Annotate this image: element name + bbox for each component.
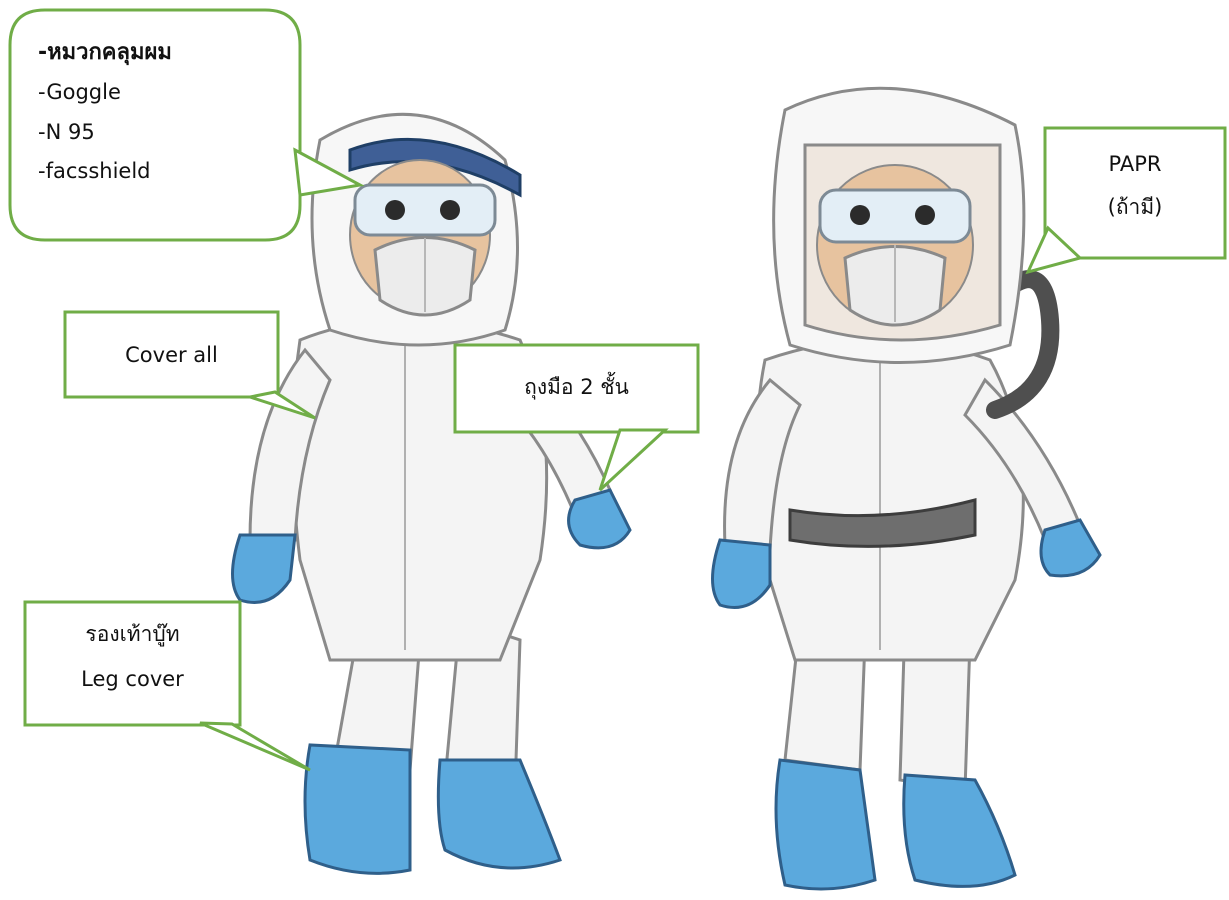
callout-cover-all-text: Cover all xyxy=(70,343,273,368)
head-ppe-line-1: -หมวกคลุมผม xyxy=(38,40,278,66)
callout-head-ppe-text: -หมวกคลุมผม -Goggle -N 95 -facsshield xyxy=(38,40,278,198)
papr-line-1: PAPR xyxy=(1050,152,1220,177)
head-ppe-line-2: -Goggle xyxy=(38,80,278,105)
gloves-label: ถุงมือ 2 ชั้น xyxy=(524,375,629,399)
boots-line-2: Leg cover xyxy=(30,667,235,692)
cover-all-label: Cover all xyxy=(125,343,218,367)
papr-line-2: (ถ้ามี) xyxy=(1050,195,1220,220)
callout-gloves-pointer xyxy=(600,430,665,490)
head-ppe-line-3: -N 95 xyxy=(38,120,278,145)
ppe-worker-papr-icon xyxy=(713,88,1101,889)
callout-papr-text: PAPR (ถ้ามี) xyxy=(1050,152,1220,220)
head-ppe-line-4: -facsshield xyxy=(38,159,278,184)
callout-gloves-text: ถุงมือ 2 ชั้น xyxy=(460,375,693,400)
boots-line-1: รองเท้าบู๊ท xyxy=(30,622,235,647)
callout-boots-text: รองเท้าบู๊ท Leg cover xyxy=(30,622,235,692)
callout-boots-pointer xyxy=(200,723,310,770)
